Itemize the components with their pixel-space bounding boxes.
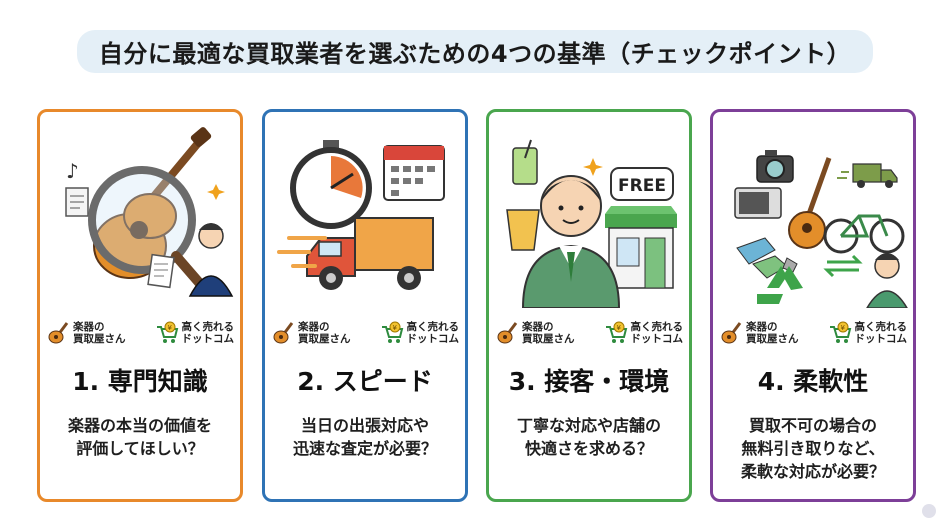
free-sign-text: FREE xyxy=(618,176,666,196)
card-title: 1. 専門知識 xyxy=(72,367,208,396)
guitar-magnifier-icon: ♪ xyxy=(65,127,234,297)
card-title: 3. 接客・環境 xyxy=(508,367,670,396)
card-desc-line: 楽器の本当の価値を xyxy=(67,416,212,435)
shop2-line1: 高く売れる xyxy=(630,321,684,333)
title-wrap: 自分に最適な買取業者を選ぶための4つの基準（チェックポイント） xyxy=(0,30,950,73)
shop2-line1: 高く売れる xyxy=(854,321,908,333)
svg-text:¥: ¥ xyxy=(167,324,172,332)
guitar-logo-icon xyxy=(273,322,294,344)
card-desc-line: 評価してほしい？ xyxy=(76,439,204,458)
card-description: 楽器の本当の価値を 評価してほしい？ xyxy=(46,414,234,460)
yen-cart-icon: ¥ xyxy=(829,321,851,343)
shop-logo-dotcom: ¥ 高く売れるドットコム xyxy=(604,321,684,345)
card-desc-line: 柔軟な対応が必要？ xyxy=(740,462,885,481)
shop1-line1: 楽器の xyxy=(73,321,105,333)
guitar-logo-icon xyxy=(721,322,742,344)
yen-cart-icon: ¥ xyxy=(156,321,178,343)
yen-cart-icon: ¥ xyxy=(381,321,403,343)
svg-text:¥: ¥ xyxy=(392,324,397,332)
card-desc-line: 当日の出張対応や xyxy=(300,416,429,435)
shop-logo-instrument: 楽器の買取屋さん xyxy=(497,321,575,345)
shop-logo-instrument: 楽器の買取屋さん xyxy=(721,321,799,345)
shop2-line2: ドットコム xyxy=(854,333,908,345)
card-description: 買取不可の場合の 無料引き取りなど、 柔軟な対応が必要？ xyxy=(719,414,907,483)
shop-logos: 楽器の買取屋さん ¥ 高く売れるドットコム xyxy=(273,315,459,351)
shop-logo-instrument: 楽器の買取屋さん xyxy=(48,321,126,345)
shop-logos: 楽器の買取屋さん ¥ 高く売れるドットコム xyxy=(721,315,907,351)
shop1-line2: 買取屋さん xyxy=(522,333,575,345)
card-desc-line: 丁寧な対応や店舗の xyxy=(516,416,661,435)
svg-text:¥: ¥ xyxy=(840,324,845,332)
recycle-items-icon xyxy=(734,150,908,308)
card-title: 4. 柔軟性 xyxy=(757,367,869,396)
title-bar: 自分に最適な買取業者を選ぶための4つの基準（チェックポイント） xyxy=(76,30,874,73)
shop1-line2: 買取屋さん xyxy=(73,333,126,345)
staff-shop-icon: FREE xyxy=(506,139,677,308)
shop1-line1: 楽器の xyxy=(522,321,554,333)
svg-text:♪: ♪ xyxy=(66,159,79,183)
shop1-line2: 買取屋さん xyxy=(298,333,351,345)
shop1-line1: 楽器の xyxy=(746,321,778,333)
criterion-card-service: FREE 楽器の買取屋さん ¥ 高く売れるドットコム 3. 接客・環境 丁寧な対… xyxy=(486,109,692,502)
card-desc-line: 迅速な査定が必要？ xyxy=(292,439,437,458)
shop-logo-dotcom: ¥ 高く売れるドットコム xyxy=(155,321,235,345)
yen-cart-icon: ¥ xyxy=(605,321,627,343)
card-desc-line: 無料引き取りなど、 xyxy=(741,439,885,458)
svg-text:¥: ¥ xyxy=(616,324,621,332)
card-desc-line: 快適さを求める？ xyxy=(524,439,653,458)
shop-logo-dotcom: ¥ 高く売れるドットコム xyxy=(828,321,908,345)
stopwatch-truck-icon xyxy=(277,140,445,290)
page-title: 自分に最適な買取業者を選ぶための4つの基準（チェックポイント） xyxy=(98,40,852,68)
shop2-line2: ドットコム xyxy=(406,333,460,345)
shop1-line1: 楽器の xyxy=(298,321,330,333)
card-description: 当日の出張対応や 迅速な査定が必要？ xyxy=(271,414,459,460)
card-desc-line: 買取不可の場合の xyxy=(748,416,877,435)
shop2-line1: 高く売れる xyxy=(406,321,460,333)
guitar-logo-icon xyxy=(48,322,69,344)
shop-logos: 楽器の買取屋さん ¥ 高く売れるドットコム xyxy=(497,315,683,351)
criterion-card-expertise: ♪ 楽器の買取屋さん ¥ 高く売れるドットコム 1. 専門知識 楽器の本当の価値… xyxy=(37,109,243,502)
shop2-line2: ドットコム xyxy=(181,333,235,345)
shop2-line1: 高く売れる xyxy=(181,321,235,333)
criterion-card-flexibility: 楽器の買取屋さん ¥ 高く売れるドットコム 4. 柔軟性 買取不可の場合の 無料… xyxy=(710,109,916,502)
guitar-logo-icon xyxy=(497,322,518,344)
shop2-line2: ドットコム xyxy=(630,333,684,345)
shop1-line2: 買取屋さん xyxy=(746,333,799,345)
shop-logos: 楽器の買取屋さん ¥ 高く売れるドットコム xyxy=(48,315,234,351)
card-title: 2. スピード xyxy=(297,367,433,396)
shop-logo-instrument: 楽器の買取屋さん xyxy=(273,321,351,345)
corner-dot xyxy=(922,504,936,518)
shop-logo-dotcom: ¥ 高く売れるドットコム xyxy=(380,321,460,345)
card-description: 丁寧な対応や店舗の 快適さを求める？ xyxy=(495,414,683,460)
criterion-card-speed: 楽器の買取屋さん ¥ 高く売れるドットコム 2. スピード 当日の出張対応や 迅… xyxy=(262,109,468,502)
